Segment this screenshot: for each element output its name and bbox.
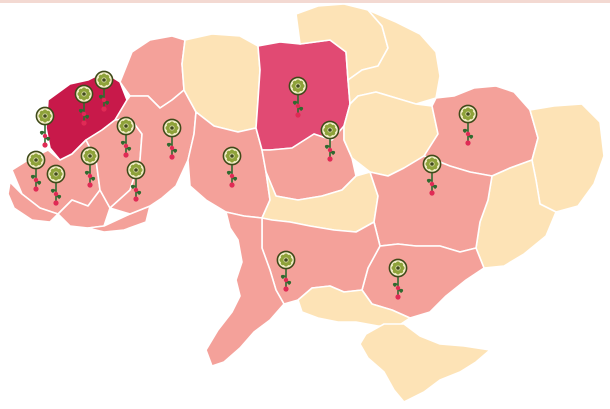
flower-medallion-icon[interactable]	[288, 76, 308, 118]
flower-medallion-icon[interactable]	[26, 150, 46, 192]
flower-medallion-icon[interactable]	[46, 164, 66, 206]
region-crimea[interactable]	[359, 323, 491, 403]
regions-layer	[7, 3, 605, 403]
flower-medallion-icon[interactable]	[94, 70, 114, 112]
flower-medallion-icon[interactable]	[320, 120, 340, 162]
top-divider	[0, 0, 610, 3]
flower-medallion-icon[interactable]	[35, 106, 55, 148]
flower-medallion-icon[interactable]	[74, 84, 94, 126]
region-kherson[interactable]	[297, 285, 411, 327]
flower-medallion-icon[interactable]	[458, 104, 478, 146]
flower-medallion-icon[interactable]	[126, 160, 146, 202]
flower-medallion-icon[interactable]	[276, 250, 296, 292]
region-odesa[interactable]	[205, 211, 285, 367]
flower-medallion-icon[interactable]	[80, 146, 100, 188]
flower-medallion-icon[interactable]	[422, 154, 442, 196]
flower-medallion-icon[interactable]	[116, 116, 136, 158]
flower-medallion-icon[interactable]	[162, 118, 182, 160]
region-luhansk[interactable]	[529, 103, 605, 213]
markers-layer	[26, 70, 478, 300]
flower-medallion-icon[interactable]	[388, 258, 408, 300]
region-zakarpattia[interactable]	[7, 181, 59, 223]
flower-medallion-icon[interactable]	[222, 146, 242, 188]
